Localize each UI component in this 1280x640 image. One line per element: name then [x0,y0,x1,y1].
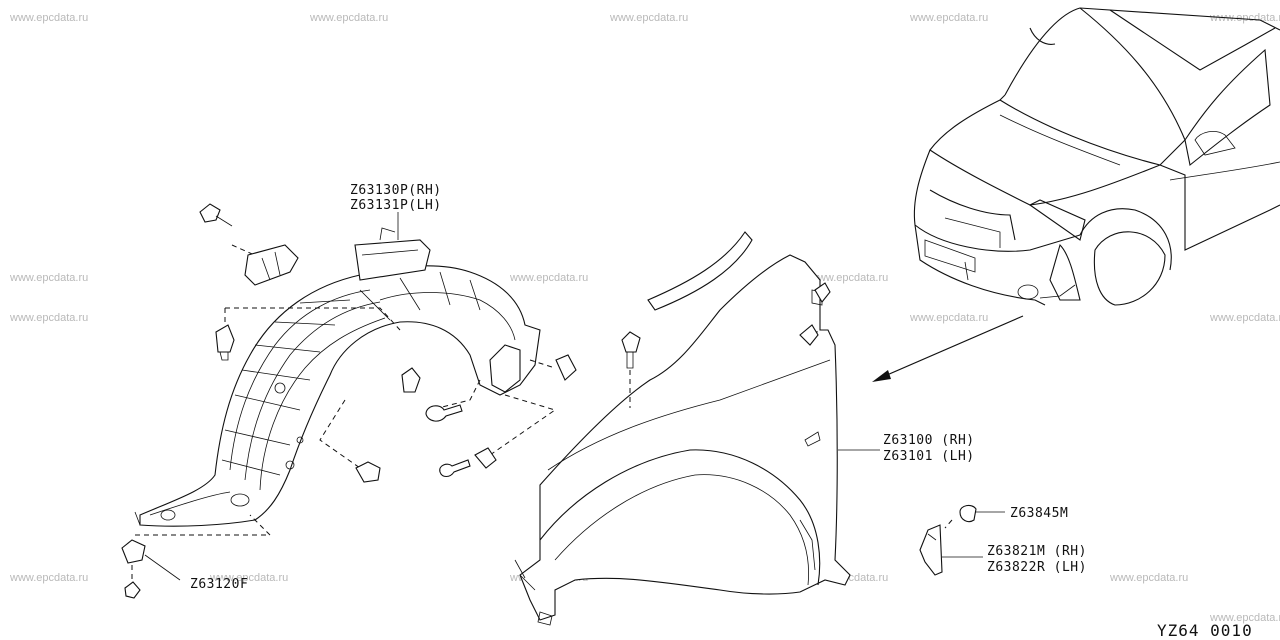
watermark: www.epcdata.ru [9,272,88,284]
watermark: www.epcdata.ru [1109,572,1188,584]
leader-lines [144,212,1005,581]
watermark: www.epcdata.ru [509,272,588,284]
splash-shield-drawing [134,227,541,527]
label-fender-lh[interactable]: Z63101 (LH) [883,449,975,464]
watermark: www.epcdata.ru [9,572,88,584]
watermark: www.epcdata.ru [809,272,888,284]
label-fender-rh[interactable]: Z63100 (RH) [883,433,975,448]
watermark: www.epcdata.ru [209,572,288,584]
watermark: www.epcdata.ru [909,312,988,324]
vehicle-illustration [913,7,1280,306]
location-arrow [879,315,1024,379]
shield-fasteners [121,203,577,599]
watermark: www.epcdata.ru [1209,612,1280,624]
callout-labels: Z63130P(RH) Z63131P(LH) Z63120F Z63100 (… [190,183,1087,592]
label-splash-shield-rh[interactable]: Z63130P(RH) [350,183,442,198]
watermark: www.epcdata.ru [1209,12,1280,24]
label-screw[interactable]: Z63845M [1010,506,1068,521]
label-splash-shield-lh[interactable]: Z63131P(LH) [350,198,442,213]
fender-drawing [514,231,851,626]
bracket-drawing [919,504,977,576]
watermark: www.epcdata.ru [1209,312,1280,324]
diagram-code: YZ64 0010 [1157,621,1253,640]
label-clip[interactable]: Z63120F [190,577,248,592]
watermark: www.epcdata.ru [909,12,988,24]
label-bracket-lh[interactable]: Z63822R (LH) [987,560,1087,575]
watermark: www.epcdata.ru [9,312,88,324]
arrowhead-icon [872,370,891,382]
assembly-lines-shield [135,244,557,536]
watermark: www.epcdata.ru [9,12,88,24]
label-bracket-rh[interactable]: Z63821M (RH) [987,544,1087,559]
watermark: www.epcdata.ru [309,12,388,24]
watermark: www.epcdata.ru [609,12,688,24]
